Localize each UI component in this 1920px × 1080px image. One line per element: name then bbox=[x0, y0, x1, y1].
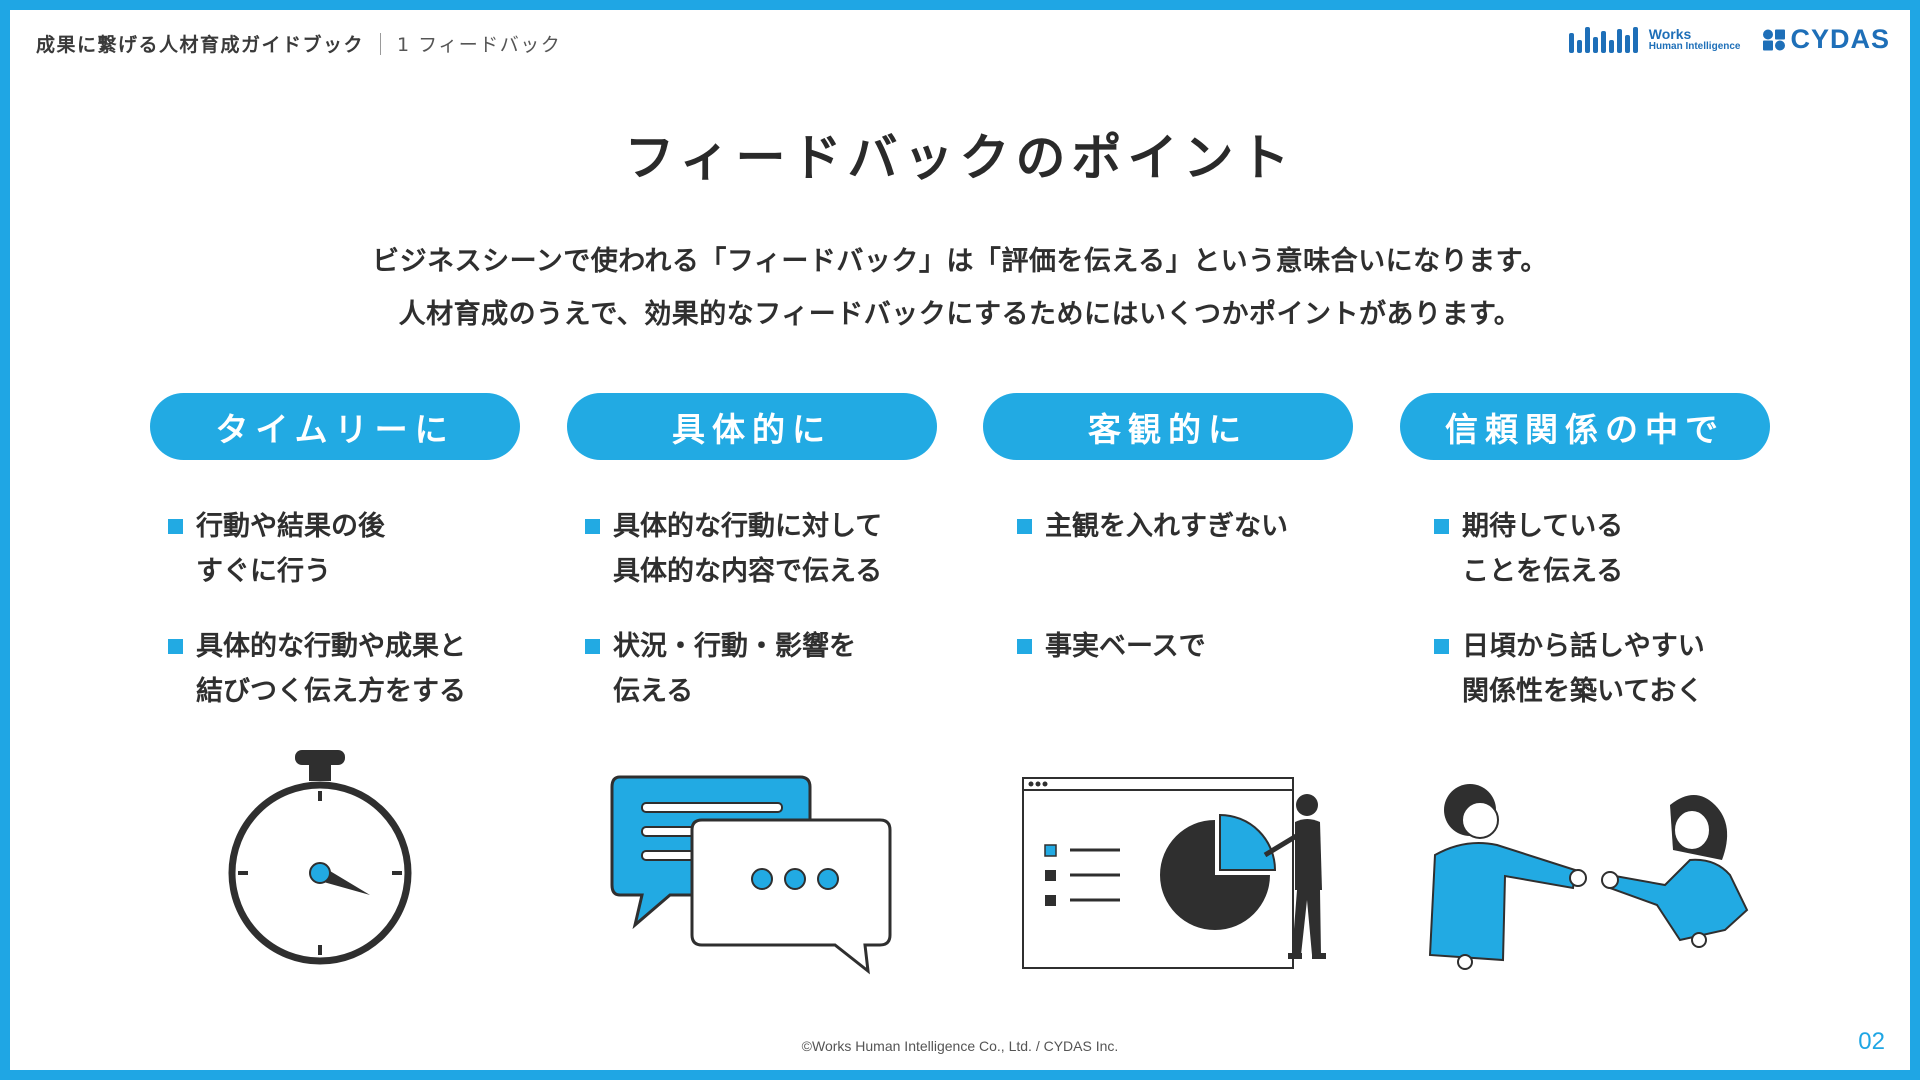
point-line: 主観を入れすぎない bbox=[1045, 511, 1288, 542]
bullet-square bbox=[1434, 639, 1449, 654]
logo-cydas-text: CYDAS bbox=[1790, 24, 1890, 54]
bullet-square bbox=[1017, 519, 1032, 534]
breadcrumb: 成果に繋げる人材育成ガイドブック 1 フィードバック bbox=[36, 30, 561, 57]
heading-timely: タイムリーに bbox=[150, 393, 520, 460]
bullet-square bbox=[168, 519, 183, 534]
bullet-square bbox=[1434, 519, 1449, 534]
bullet-square bbox=[585, 639, 600, 654]
heading-objective: 客観的に bbox=[983, 393, 1353, 460]
point-item: 主観を入れすぎない bbox=[1017, 504, 1377, 549]
point-line: 日頃から話しやすい bbox=[1462, 631, 1705, 662]
intro-text: ビジネスシーンで使われる「フィードバック」は「評価を伝える」という意味合いになり… bbox=[0, 235, 1920, 341]
point-item: 状況・行動・影響を 伝える bbox=[585, 624, 945, 714]
heading-specific: 具体的に bbox=[567, 393, 937, 460]
point-line: 状況・行動・影響を bbox=[613, 631, 856, 662]
speech-bubbles-icon bbox=[610, 775, 892, 975]
cydas-mark-icon bbox=[1763, 29, 1786, 50]
header-logos: Works Human Intelligence CYDAS bbox=[1568, 24, 1890, 55]
bullet-square bbox=[585, 519, 600, 534]
point-line: 行動や結果の後 bbox=[196, 511, 385, 542]
point-item: 具体的な行動に対して 具体的な内容で伝える bbox=[585, 504, 945, 594]
points-specific: 具体的な行動に対して 具体的な内容で伝える 状況・行動・影響を 伝える bbox=[585, 504, 945, 744]
point-line: 具体的な内容で伝える bbox=[613, 556, 883, 587]
point-line: ことを伝える bbox=[1462, 556, 1624, 587]
points-objective: 主観を入れすぎない 事実ベースで bbox=[1017, 504, 1377, 699]
point-line: 具体的な行動に対して bbox=[613, 511, 883, 542]
point-line: 関係性を築いておく bbox=[1462, 676, 1704, 707]
bullet-square bbox=[1017, 639, 1032, 654]
breadcrumb-section: 1 フィードバック bbox=[397, 34, 562, 56]
point-line: 具体的な行動や成果と bbox=[196, 631, 466, 662]
page-number: 02 bbox=[1858, 1028, 1885, 1055]
points-trust: 期待している ことを伝える 日頃から話しやすい 関係性を築いておく bbox=[1434, 504, 1794, 744]
cydas-logo: CYDAS bbox=[1762, 24, 1890, 55]
breadcrumb-main: 成果に繋げる人材育成ガイドブック bbox=[36, 34, 365, 56]
point-item: 期待している ことを伝える bbox=[1434, 504, 1794, 594]
point-line: すぐに行う bbox=[196, 556, 331, 587]
heading-trust: 信頼関係の中で bbox=[1400, 393, 1770, 460]
intro-line: ビジネスシーンで使われる「フィードバック」は「評価を伝える」という意味合いになり… bbox=[372, 246, 1548, 277]
copyright-text: ©Works Human Intelligence Co., Ltd. / CY… bbox=[801, 1038, 1119, 1054]
logo-works-text: Works bbox=[1648, 26, 1692, 42]
stopwatch-icon bbox=[228, 750, 412, 965]
page-title: フィードバックのポイント bbox=[624, 129, 1296, 187]
point-line: 事実ベースで bbox=[1045, 631, 1206, 662]
point-line: 伝える bbox=[613, 676, 694, 707]
point-line: 結びつく伝え方をする bbox=[196, 676, 466, 707]
works-human-intelligence-logo: Works Human Intelligence bbox=[1568, 26, 1741, 53]
point-item: 行動や結果の後 すぐに行う bbox=[168, 504, 528, 594]
point-line: 期待している bbox=[1462, 511, 1624, 542]
works-bars-icon bbox=[1568, 26, 1638, 53]
bullet-square bbox=[168, 639, 183, 654]
points-timely: 行動や結果の後 すぐに行う 具体的な行動や成果と 結びつく伝え方をする bbox=[168, 504, 528, 744]
presentation-chart-icon bbox=[1022, 777, 1326, 969]
point-item: 日頃から話しやすい 関係性を築いておく bbox=[1434, 624, 1794, 714]
breadcrumb-separator bbox=[380, 32, 382, 55]
intro-line: 人材育成のうえで、効果的なフィードバックにするためにはいくつかポイントがあります… bbox=[398, 299, 1522, 330]
point-item: 具体的な行動や成果と 結びつく伝え方をする bbox=[168, 624, 528, 714]
point-item: 事実ベースで bbox=[1017, 624, 1377, 669]
logo-hi-text: Human Intelligence bbox=[1648, 41, 1741, 52]
fist-bump-icon bbox=[1428, 784, 1749, 970]
